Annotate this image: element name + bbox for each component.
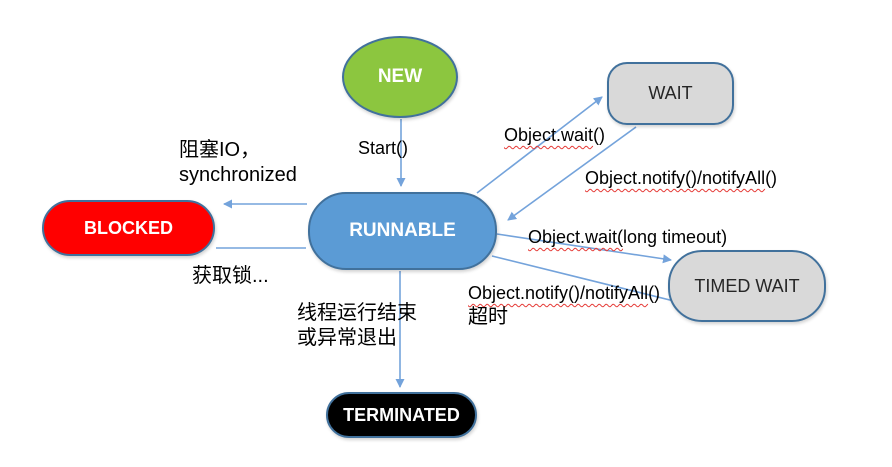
edge-label-object-notify-wait: Object.notify()/notifyAll() [585, 167, 777, 190]
state-wait: WAIT [607, 62, 734, 125]
edge-label-object-notify-timed-rest: () [648, 283, 661, 303]
state-new: NEW [342, 36, 458, 118]
edge-label-object-wait-long-text: Object.wait( [528, 227, 624, 247]
state-terminated: TERMINATED [326, 392, 477, 438]
edge-label-block-reason-line2: synchronized [179, 164, 297, 186]
edge-label-block-reason: 阻塞IO， synchronized [179, 138, 297, 188]
edge-label-object-notify-wait-text: Object.notify()/notifyAll [585, 168, 766, 188]
state-blocked: BLOCKED [42, 200, 215, 256]
edge-label-timeout-cn: 超时 [468, 305, 508, 328]
edge-label-object-notify-timed: Object.notify()/notifyAll() 超时 [468, 282, 660, 330]
edge-label-object-wait-text: Object.wait [504, 125, 594, 145]
edge-label-object-wait-long: Object.wait(long timeout) [528, 226, 727, 249]
state-wait-label: WAIT [648, 83, 693, 103]
edge-label-start: Start() [358, 138, 409, 158]
edge-label-object-notify-timed-line1: Object.notify()/notifyAll() [468, 282, 660, 305]
edge-label-object-notify-timed-text: Object.notify()/notifyAll [468, 283, 649, 303]
state-blocked-label: BLOCKED [84, 217, 173, 238]
edge-label-terminate-reason: 线程运行结束 或异常退出 [297, 301, 417, 351]
state-runnable: RUNNABLE [308, 192, 497, 270]
state-timed-wait: TIMED WAIT [668, 250, 826, 322]
edge-label-object-wait: Object.wait() [504, 124, 605, 147]
edge-label-acquire-lock: 获取锁... [192, 265, 269, 287]
edge-label-object-notify-wait-rest: () [765, 168, 778, 188]
edge-label-terminate-reason-line2: 或异常退出 [297, 327, 397, 349]
edge-label-block-reason-line1: 阻塞IO， [179, 139, 261, 161]
edge-label-object-wait-long-rest: long timeout) [623, 227, 728, 247]
edge-label-object-wait-rest: () [593, 125, 606, 145]
state-new-label: NEW [377, 66, 423, 87]
state-terminated-label: TERMINATED [343, 404, 460, 425]
state-runnable-label: RUNNABLE [349, 220, 456, 241]
state-timed-wait-label: TIMED WAIT [694, 275, 800, 296]
edge-label-terminate-reason-line1: 线程运行结束 [297, 302, 417, 324]
